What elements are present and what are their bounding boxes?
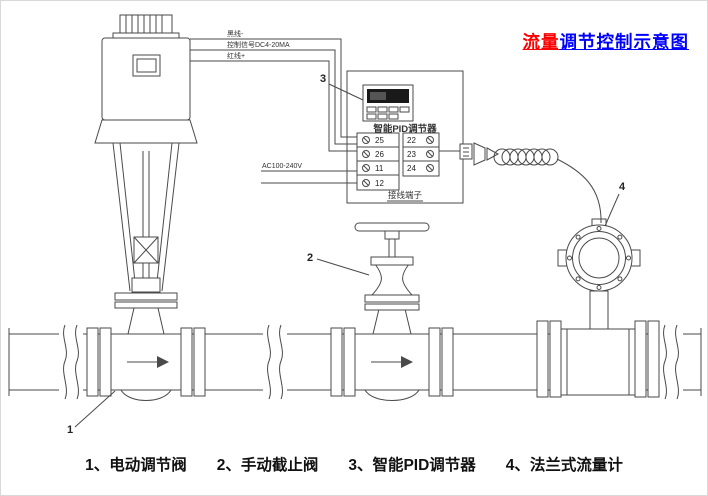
manual-stop-valve: [330, 222, 454, 401]
terminal-strip-left: 25 26 11 12: [356, 132, 400, 191]
power-label: AC100-240V: [262, 163, 302, 170]
page-title: 流量调节控制示意图: [523, 29, 690, 54]
legend-item-4: 4、法兰式流量计: [505, 457, 623, 474]
electric-control-valve: [86, 14, 206, 401]
callout-4: 4: [604, 181, 626, 227]
flowmeter-converter-head: [557, 218, 641, 292]
actuator-housing: [94, 14, 198, 144]
pipe-break-left: [59, 324, 83, 401]
terminal-26: 26: [375, 150, 384, 159]
handwheel: [354, 222, 430, 232]
flow-arrow-2: [371, 356, 413, 368]
signal-wires: 黑线- 控制信号DC4-20MA 红线+: [190, 29, 357, 152]
power-wires: AC100-240V: [261, 163, 357, 184]
callout-3-number: 3: [320, 73, 326, 85]
pipe-break-middle: [263, 324, 287, 401]
flow-arrow-1: [127, 356, 169, 368]
terminal-24: 24: [407, 164, 416, 173]
coiled-cable: [439, 142, 602, 224]
pid-faceplate: [362, 84, 414, 122]
terminal-strip-right: 22 23 24: [402, 132, 440, 177]
legend-item-3: 3、智能PID调节器: [348, 457, 476, 474]
terminal-12: 12: [375, 179, 384, 188]
callout-2: 2: [307, 252, 370, 276]
terminal-22: 22: [407, 136, 416, 145]
pid-controller: 智能PID调节器 25 26 11 12 22 23 24: [346, 70, 464, 204]
legend-item-2: 2、手动截止阀: [216, 457, 319, 474]
pipe-break-right: [659, 324, 683, 401]
terminal-23: 23: [407, 150, 416, 159]
callout-2-number: 2: [307, 252, 313, 264]
legend: 1、电动调节阀 2、手动截止阀 3、智能PID调节器 4、法兰式流量计: [1, 453, 707, 475]
callout-3: 3: [320, 73, 364, 101]
terminals-caption: 接线端子: [388, 190, 423, 200]
callout-1-number: 1: [67, 424, 73, 436]
title-rest: 调节控制示意图: [559, 32, 689, 52]
signal-wire-label: 控制信号DC4-20MA: [227, 40, 290, 49]
callout-1: 1: [67, 390, 116, 436]
controller-name-label: 智能PID调节器: [373, 123, 437, 135]
title-highlight: 流量: [522, 32, 560, 52]
legend-item-1: 1、电动调节阀: [85, 457, 187, 474]
red-wire-label: 红线+: [227, 51, 245, 60]
flange-flowmeter: [536, 218, 660, 398]
black-wire-label: 黑线-: [227, 29, 244, 38]
callout-4-number: 4: [619, 181, 626, 193]
terminal-25: 25: [375, 136, 384, 145]
terminal-11: 11: [375, 164, 384, 173]
